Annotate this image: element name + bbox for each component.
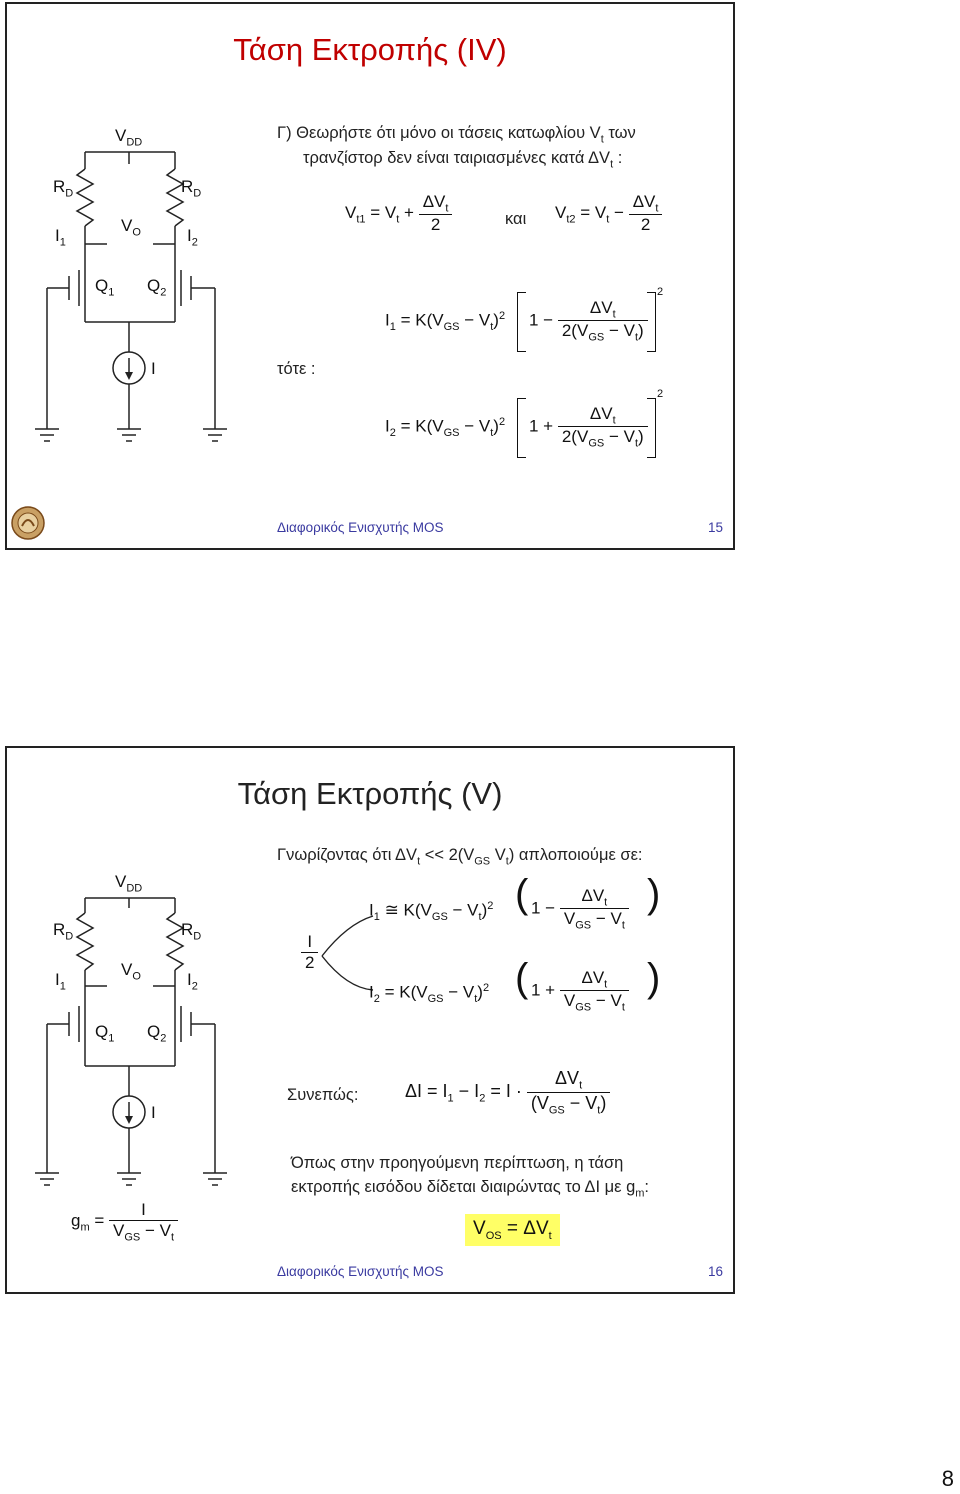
kai-word: και (505, 210, 527, 228)
i1-bracket-left (517, 292, 526, 352)
slide-footer: Διαφορικός Ενισχυτής MOS (277, 1264, 444, 1279)
i1-label: I1 (55, 226, 66, 249)
rd-left-label: RD (53, 177, 74, 200)
differential-amplifier-circuit (35, 897, 227, 1186)
i1-label: I1 (55, 970, 66, 993)
slide-15: Τάση Εκτροπής (IV) (5, 2, 735, 550)
vdd-label: VDD (115, 872, 143, 895)
slide-page-number: 16 (707, 1264, 723, 1279)
i2-bracket-left (517, 398, 526, 458)
i1-paren-left: ( (515, 872, 529, 916)
i-source-label: I (151, 359, 156, 378)
i2-equation: I2 = K(VGS − Vt)2 (385, 416, 506, 440)
rd-left-label: RD (53, 920, 74, 943)
differential-amplifier-circuit (35, 151, 227, 442)
slide-title: Τάση Εκτροπής (IV) (233, 32, 507, 67)
i2-paren-left: ( (515, 956, 529, 1000)
slide-page-number: 15 (707, 520, 723, 535)
q2-label: Q2 (147, 1022, 167, 1045)
rd-right-label: RD (181, 920, 202, 943)
i1-paren-right: ) (647, 872, 661, 916)
i2-bracket-right (647, 398, 656, 458)
i2-paren-right: ) (647, 956, 661, 1000)
i1-bracket-right (647, 292, 656, 352)
i2-approx-equation: I2 = K(VGS − Vt)2 (369, 982, 490, 1006)
delta-i-equation: ΔI = I1 − I2 = I · ΔVt(VGS − Vt) (405, 1068, 611, 1116)
slide-16: Τάση Εκτροπής (V) (5, 746, 735, 1294)
rd-right-label: RD (181, 177, 202, 200)
intro-line-2: τρανζίστορ δεν είναι ταιριασμένες κατά Δ… (303, 149, 623, 171)
i1-equation: I1 = K(VGS − Vt)2 (385, 310, 506, 334)
intro-line-1: Γ) Θεωρήστε ότι μόνο οι τάσεις κατωφλίου… (277, 124, 636, 146)
para-line-2: εκτροπής εισόδου δίδεται διαιρώντας το Δ… (291, 1178, 650, 1200)
vos-highlighted-result: VOS = ΔVt (465, 1214, 560, 1246)
intro-line: Γνωρίζοντας ότι ΔVt << 2(VGS Vt) απλοποι… (277, 846, 643, 868)
para-line-1: Όπως στην προηγούμενη περίπτωση, η τάση (291, 1154, 624, 1172)
document-page-number: 8 (941, 1466, 954, 1491)
q1-label: Q1 (95, 1022, 115, 1045)
vo-label: VO (121, 960, 141, 983)
vo-label: VO (121, 216, 141, 239)
i1-exponent: 2 (657, 286, 664, 298)
i2-exponent: 2 (657, 388, 664, 400)
q1-label: Q1 (95, 276, 115, 299)
university-logo-icon (11, 506, 45, 540)
split-arrows (321, 915, 374, 991)
i2-label: I2 (187, 970, 198, 993)
q2-label: Q2 (147, 276, 167, 299)
i-source-label: I (151, 1103, 156, 1122)
slide-title: Τάση Εκτροπής (V) (237, 776, 503, 811)
synepos-label: Συνεπώς: (287, 1086, 359, 1104)
slide-footer: Διαφορικός Ενισχυτής MOS (277, 520, 444, 535)
i1-approx-equation: I1 ≅ K(VGS − Vt)2 (369, 900, 494, 924)
vdd-label: VDD (115, 126, 143, 149)
tote-label: τότε : (277, 360, 316, 378)
i2-label: I2 (187, 226, 198, 249)
